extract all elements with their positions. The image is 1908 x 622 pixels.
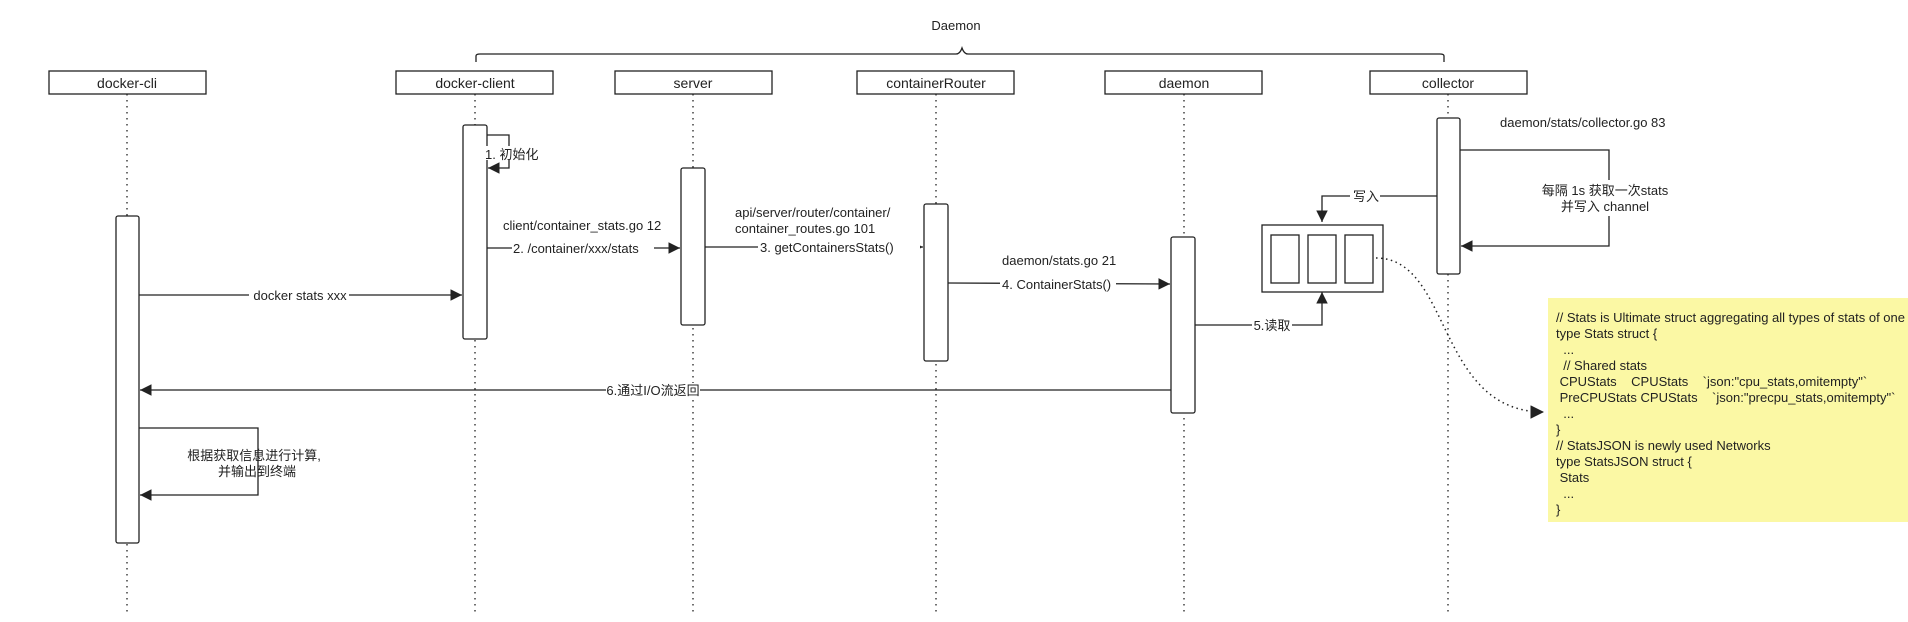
participant-docker-client-label: docker-client bbox=[435, 75, 514, 91]
note-line: CPUStats CPUStats `json:"cpu_stats,omite… bbox=[1556, 374, 1867, 389]
note-line: type StatsJSON struct { bbox=[1556, 454, 1692, 469]
channel-slot-3 bbox=[1344, 234, 1374, 284]
activation-containerRouter bbox=[923, 203, 949, 362]
activation-bars bbox=[115, 117, 1461, 544]
channel-slot-2 bbox=[1307, 234, 1337, 284]
message-arrows bbox=[139, 134, 1610, 501]
note-line: } bbox=[1556, 502, 1561, 517]
stats-note: // Stats is Ultimate struct aggregating … bbox=[1548, 298, 1908, 522]
daemon-group-brace bbox=[475, 45, 1445, 62]
note-line: type Stats struct { bbox=[1556, 326, 1658, 341]
lifelines bbox=[126, 94, 1449, 616]
participant-server-label: server bbox=[674, 75, 713, 91]
label-step6: 6.通过I/O流返回 bbox=[606, 383, 699, 398]
activation-docker-client bbox=[462, 124, 488, 340]
arrow-calc bbox=[139, 427, 259, 501]
message-labels: docker stats xxx 1. 初始化 client/container… bbox=[187, 115, 1670, 479]
label-step2: 2. /container/xxx/stats bbox=[513, 241, 639, 256]
channel-buffer bbox=[1261, 224, 1384, 293]
arrow-read bbox=[1195, 292, 1328, 326]
note-line: // Shared stats bbox=[1556, 358, 1648, 373]
participant-containerRouter-label: containerRouter bbox=[886, 75, 986, 91]
note-line: // Stats is Ultimate struct aggregating … bbox=[1556, 310, 1908, 325]
participant-docker-client: docker-client bbox=[395, 70, 554, 95]
label-write: 写入 bbox=[1353, 189, 1379, 204]
label-daemon-file: daemon/stats.go 21 bbox=[1002, 253, 1116, 268]
label-step3: 3. getContainersStats() bbox=[760, 240, 894, 255]
label-router-file-2: container_routes.go 101 bbox=[735, 221, 875, 236]
participant-collector: collector bbox=[1369, 70, 1528, 95]
activation-docker-cli bbox=[115, 215, 140, 544]
channel-slot-1 bbox=[1270, 234, 1300, 284]
label-read: 5.读取 bbox=[1254, 318, 1291, 333]
participant-containerRouter: containerRouter bbox=[856, 70, 1015, 95]
label-docker-stats: docker stats xxx bbox=[253, 288, 347, 303]
label-every-1: 每隔 1s 获取一次stats bbox=[1542, 183, 1669, 198]
participant-server: server bbox=[614, 70, 773, 95]
activation-server bbox=[680, 167, 706, 326]
svg-text:// Stats is Ultimate struct ag: // Stats is Ultimate struct aggregating … bbox=[1556, 310, 1908, 517]
label-collector-file: daemon/stats/collector.go 83 bbox=[1500, 115, 1666, 130]
stats-note-background bbox=[1548, 298, 1908, 522]
participant-collector-label: collector bbox=[1422, 75, 1474, 91]
note-line: Stats bbox=[1556, 470, 1590, 485]
label-step4: 4. ContainerStats() bbox=[1002, 277, 1111, 292]
daemon-group-label: Daemon bbox=[931, 18, 980, 33]
label-init: 1. 初始化 bbox=[485, 147, 538, 162]
label-router-file-1: api/server/router/container/ bbox=[735, 205, 891, 220]
participant-daemon: daemon bbox=[1104, 70, 1263, 95]
participant-docker-cli-label: docker-cli bbox=[97, 75, 157, 91]
activation-collector bbox=[1436, 117, 1461, 275]
note-line: // StatsJSON is newly used Networks bbox=[1556, 438, 1771, 453]
note-line: ... bbox=[1556, 486, 1574, 501]
label-calc-2: 并输出到终端 bbox=[218, 464, 296, 479]
note-line: } bbox=[1556, 422, 1561, 437]
label-client-file: client/container_stats.go 12 bbox=[503, 218, 661, 233]
participant-daemon-label: daemon bbox=[1159, 75, 1210, 91]
participant-docker-cli: docker-cli bbox=[48, 70, 207, 95]
arrow-write bbox=[1316, 195, 1437, 222]
note-line: ... bbox=[1556, 342, 1574, 357]
activation-daemon bbox=[1170, 236, 1196, 414]
label-every-2: 并写入 channel bbox=[1561, 199, 1649, 214]
note-line: ... bbox=[1556, 406, 1574, 421]
label-calc-1: 根据获取信息进行计算, bbox=[187, 448, 321, 463]
note-line: PreCPUStats CPUStats `json:"precpu_stats… bbox=[1556, 390, 1895, 405]
note-connector bbox=[1375, 257, 1545, 419]
